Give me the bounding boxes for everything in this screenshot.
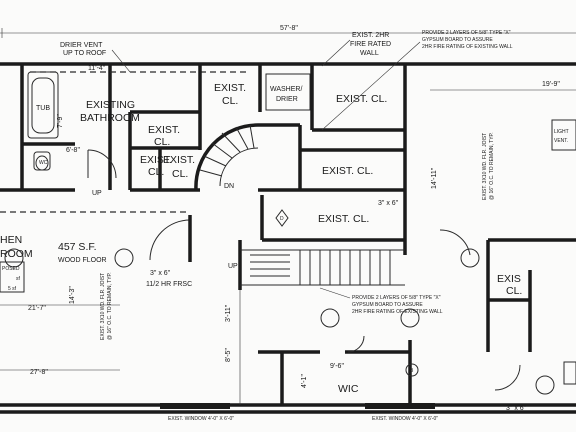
- hex-tag-2: [4, 248, 24, 268]
- gypsum-bottom-1: PROVIDE 2 LAYERS OF 5/8" TYPE "X": [352, 295, 441, 301]
- vertical-left-dim: 14'-3": [69, 286, 76, 304]
- straight-stair: UP 3" x 6" 11/2 HR FRSC PROVIDE 2 LAYERS…: [146, 215, 443, 315]
- proposed-3: 5 sf: [8, 286, 17, 292]
- bath-height-dim: 11'-4": [88, 65, 106, 72]
- proposed-box: [0, 261, 25, 293]
- gypsum-bottom-2: GYPSUM BOARD TO ASSURE: [352, 302, 423, 308]
- up-label-1: UP: [92, 190, 102, 197]
- dn-label: DN: [224, 183, 234, 190]
- exterior-walls: [0, 62, 576, 414]
- gypsum-top-3: 2HR FIRE RATING OF EXISTING WALL: [422, 44, 513, 50]
- proposed-1: POSED: [2, 266, 20, 272]
- gypsum-top-1: PROVIDE 2 LAYERS OF 5/8" TYPE "X": [422, 30, 511, 36]
- closet-cluster: EXIST. CL. EXIST. CL. EXIST. CL. EXIST. …: [128, 64, 246, 192]
- wic-label: WIC: [338, 383, 359, 395]
- right-edge-box: [563, 361, 576, 385]
- exist-cl-lower: EXIST. CL.: [318, 213, 369, 225]
- tag-b-circle: [405, 363, 419, 377]
- fire-wall-2: FIRE RATED: [350, 41, 391, 48]
- wc-label: WC: [39, 160, 48, 166]
- washer-label: WASHER/: [270, 86, 302, 93]
- gypsum-bottom-3: 2HR FIRE RATING OF EXISTING WALL: [352, 309, 443, 315]
- joist-left-1: EXIST. 3X10 WD. FLR. JOIST: [100, 273, 106, 340]
- spiral-stair: DN: [194, 123, 302, 192]
- tub-label: TUB: [36, 105, 50, 112]
- hex-tag-1: [114, 248, 134, 268]
- cl-opening-dim: 3" x 6": [378, 200, 399, 207]
- drier-vent-note: DRIER VENT UP TO ROOF 11'-4": [60, 42, 131, 73]
- joist-left-2: @ 16" O.C. TO REMAIN, TYP.: [107, 272, 113, 340]
- existing-bathroom-label-2: BATHROOM: [80, 112, 140, 124]
- hex-tag-6: [535, 375, 555, 395]
- exist-cl-right-1: EXIS: [497, 273, 521, 285]
- wic-area: WIC 9'-6" 4'-1" 8'-5" 3'-11" B: [225, 290, 420, 405]
- right-top-dim: 19'-9": [542, 81, 560, 88]
- bottom-note-1: EXIST. WINDOW 4'-0" X 6'-0": [168, 416, 234, 422]
- bottom-left-dim: 27'-8": [30, 369, 48, 376]
- existing-bathroom-label-1: EXISTING: [86, 99, 135, 111]
- light-vent-box: [551, 119, 576, 151]
- drier-vent-text-1: DRIER VENT: [60, 42, 103, 49]
- bathroom-area: TUB WC EXISTING BATHROOM 7'-9" 11'-4" 6'…: [0, 64, 250, 192]
- exist-cl-right-2: CL.: [506, 285, 522, 297]
- overall-dimension: 57'-8": [0, 25, 576, 38]
- hex-tag-5: [460, 248, 480, 268]
- exist-cl-washer: EXIST. CL.: [336, 93, 387, 105]
- exist-cl-b-2: CL.: [148, 166, 164, 178]
- exist-cl-c-1: EXIST.: [163, 154, 195, 166]
- bottom-note-2: EXIST. WINDOW 4'-0" X 6'-0": [372, 416, 438, 422]
- right-wing: 19'-9" LIGHT VENT. EXIST. 3X10 WD. FLR. …: [430, 81, 576, 412]
- light-vent-1: LIGHT: [554, 129, 569, 135]
- area-label-1: 457 S.F.: [58, 241, 97, 253]
- exist-cl-mid: EXIST. CL.: [322, 165, 373, 177]
- exist-cl-top-2: CL.: [222, 95, 238, 107]
- tag-d-text: D: [280, 216, 284, 222]
- kitchen-area: HEN ROOM 457 S.F. WOOD FLOOR POSED sf 5 …: [0, 190, 190, 376]
- exist-cl-a-2: CL.: [154, 136, 170, 148]
- proposed-2: sf: [16, 276, 21, 282]
- joist-right-1: EXIST. 3X10 WD. FLR. JOIST: [482, 133, 488, 200]
- up-label-2: UP: [228, 263, 238, 270]
- fire-wall-3: WALL: [360, 50, 379, 57]
- wic-width-dim: 9'-6": [330, 363, 344, 370]
- bottom-notes: EXIST. WINDOW 4'-0" X 6'-0" EXIST. WINDO…: [168, 416, 438, 422]
- stair-opening-dim: 3" x 6": [150, 270, 171, 277]
- left-mid-dim: 6'-8": [66, 147, 80, 154]
- fire-rated-door-label: 11/2 HR FRSC: [146, 281, 192, 288]
- light-vent-2: VENT.: [554, 138, 568, 144]
- hex-tag-3: [320, 308, 340, 328]
- exist-cl-top-1: EXIST.: [214, 82, 246, 94]
- right-opening-dim: 3" x 6": [506, 405, 527, 412]
- stair-treads: [250, 250, 391, 285]
- drier-label: DRIER: [276, 96, 298, 103]
- washer-drier-box: [265, 73, 311, 111]
- vertical-right-dim: 14'-11": [431, 167, 438, 189]
- vertical-lower2-dim: 8'-5": [225, 348, 232, 362]
- overall-dimension-text: 57'-8": [280, 25, 298, 32]
- middle-closets: EXIST. CL. EXIST. CL. 3" x 6" D 14'-11": [260, 148, 438, 242]
- joist-right-2: @ 16" O.C. TO REMAIN, TYP.: [489, 132, 495, 200]
- vertical-lower-dim: 3'-11": [225, 304, 232, 322]
- tag-b-text: B: [410, 368, 414, 374]
- area-label-2: WOOD FLOOR: [58, 257, 107, 264]
- gypsum-top-2: GYPSUM BOARD TO ASSURE: [422, 37, 493, 43]
- exist-cl-a-1: EXIST.: [148, 124, 180, 136]
- wic-height-dim: 4'-1": [301, 374, 308, 388]
- exist-cl-c-2: CL.: [172, 168, 188, 180]
- fire-wall-1: EXIST. 2HR: [352, 32, 389, 39]
- bath-side-dim: 7'-9": [57, 114, 64, 128]
- laundry-area: WASHER/ DRIER EXIST. CL. EXIST. 2HR FIRE…: [258, 30, 513, 255]
- left-dim: 21'-7": [28, 305, 46, 312]
- exist-cl-b-1: EXIST.: [140, 154, 172, 166]
- hex-tag-4: [400, 308, 420, 328]
- tag-d: [275, 209, 289, 227]
- drier-vent-text-2: UP TO ROOF: [63, 50, 106, 57]
- kitchen-label-1: HEN: [0, 234, 22, 246]
